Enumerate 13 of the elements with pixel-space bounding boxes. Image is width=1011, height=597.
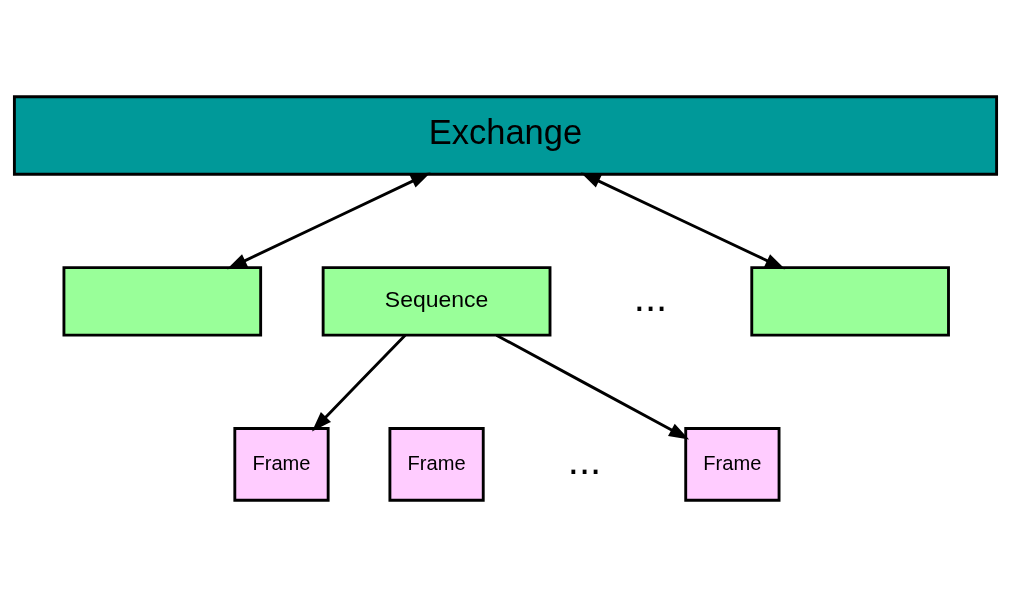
node-box (62, 266, 263, 337)
node-box: Frame (388, 427, 485, 502)
arrow (311, 334, 407, 432)
arrow (226, 172, 431, 270)
arrow (495, 333, 690, 440)
node-box: Frame (233, 427, 330, 502)
label: ... (567, 438, 602, 484)
node-box: Exchange (12, 95, 999, 176)
node-box: Sequence (321, 266, 552, 337)
arrow (580, 172, 786, 270)
node-box (750, 266, 950, 337)
label: ... (633, 275, 668, 321)
node-box: Frame (684, 427, 781, 502)
